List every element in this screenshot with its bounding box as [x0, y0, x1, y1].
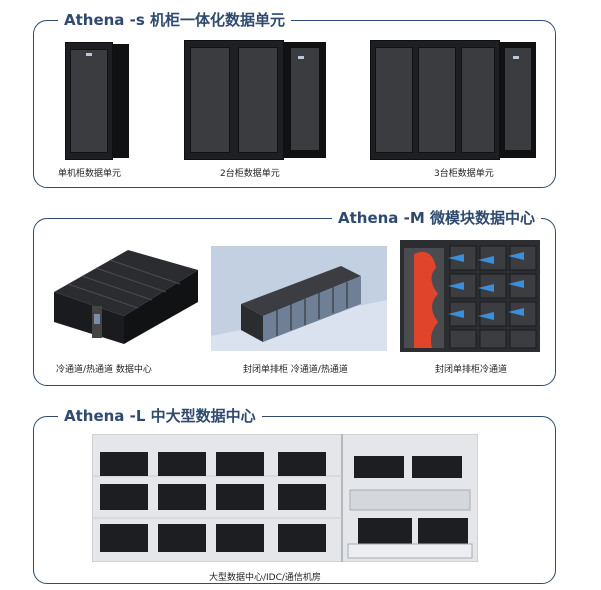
large-data-center-image [92, 434, 478, 562]
caption-large-data-center: 大型数据中心/IDC/通信机房 [209, 573, 321, 583]
caption-sealed-cold-aisle: 封闭单排柜冷通道 [435, 365, 508, 375]
sealed-cold-aisle-image [400, 240, 540, 352]
panel-athena-l [33, 416, 556, 584]
caption-three-rack: 3台柜数据单元 [434, 169, 494, 179]
caption-cold-hot-aisle: 冷通道/热通道 数据中心 [56, 365, 152, 375]
section-title-athena-s: Athena -s 机柜一体化数据单元 [58, 11, 292, 29]
caption-single-rack: 单机柜数据单元 [58, 169, 122, 179]
section-title-athena-l: Athena -L 中大型数据中心 [58, 407, 262, 425]
caption-sealed-single-row: 封闭单排柜 冷通道/热通道 [243, 365, 348, 375]
panel-athena-m [33, 218, 556, 386]
sealed-single-row-image [211, 246, 387, 351]
section-title-athena-m: Athena -M 微模块数据中心 [332, 209, 542, 227]
panel-athena-s [33, 20, 556, 188]
cold-hot-aisle-image [54, 250, 198, 344]
caption-two-rack: 2台柜数据单元 [220, 169, 280, 179]
